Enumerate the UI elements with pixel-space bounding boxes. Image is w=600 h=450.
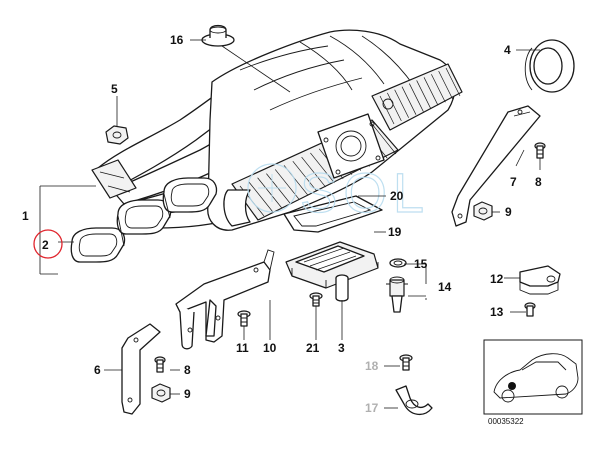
callout-1: 1 [22, 209, 29, 223]
callout-2: 2 [42, 238, 49, 252]
watermark-text: SOL [300, 161, 430, 224]
callout-18: 18 [365, 359, 379, 373]
callout-13: 13 [490, 305, 504, 319]
part-18-bolt [399, 354, 413, 371]
callout-4: 4 [504, 43, 511, 57]
part-9-nut-left [151, 383, 171, 403]
part-16-cap [201, 24, 291, 93]
callout-8-left: 8 [184, 363, 191, 377]
part-8-bolt-left [154, 356, 166, 373]
callout-15: 15 [414, 257, 428, 271]
car-location-inset: 00035322 [483, 339, 583, 426]
highlight-circle-2 [33, 229, 63, 259]
callout-17: 17 [365, 401, 379, 415]
part-6-bracket [121, 323, 161, 415]
part-4-ring-seal [524, 39, 575, 93]
location-marker [508, 382, 516, 390]
callout-20: 20 [390, 189, 404, 203]
callout-3: 3 [338, 341, 345, 355]
callout-12: 12 [490, 272, 504, 286]
callout-9-left: 9 [184, 387, 191, 401]
callout-9-right: 9 [505, 205, 512, 219]
callout-19: 19 [388, 225, 402, 239]
part-3-sleeve [335, 274, 349, 302]
part-8-bolt-right [534, 142, 546, 159]
part-19-valve [285, 241, 379, 289]
part-20-gasket [283, 195, 383, 233]
callout-labels: 1 2 3 4 5 6 7 8 8 9 9 10 11 12 13 14 15 … [22, 33, 542, 415]
part-5-nut [105, 125, 129, 145]
reference-number: 00035322 [488, 417, 524, 426]
part-13-bolt [524, 302, 536, 317]
manifold-gaskets [70, 177, 218, 263]
part-14-sensor [386, 276, 408, 313]
callout-5: 5 [111, 82, 118, 96]
part-7-bracket [451, 105, 541, 227]
callout-16: 16 [170, 33, 184, 47]
part-17-clip [395, 385, 433, 415]
callout-8-right: 8 [535, 175, 542, 189]
part-9-nut-right [473, 201, 493, 221]
callout-11: 11 [236, 341, 249, 355]
sol-watermark: SOL [247, 160, 430, 225]
part-15-oring [389, 258, 407, 268]
part-10-bracket [175, 249, 275, 350]
callout-21: 21 [306, 341, 320, 355]
leader-lines [39, 39, 541, 409]
callout-10: 10 [263, 341, 277, 355]
callout-7: 7 [510, 175, 517, 189]
part-12-bracket [519, 265, 561, 295]
part-11-bolt [237, 310, 251, 327]
manifold-ribs-right [379, 67, 461, 125]
callout-14: 14 [438, 280, 452, 294]
part-21-bolt [309, 292, 323, 307]
callout-6: 6 [94, 363, 101, 377]
